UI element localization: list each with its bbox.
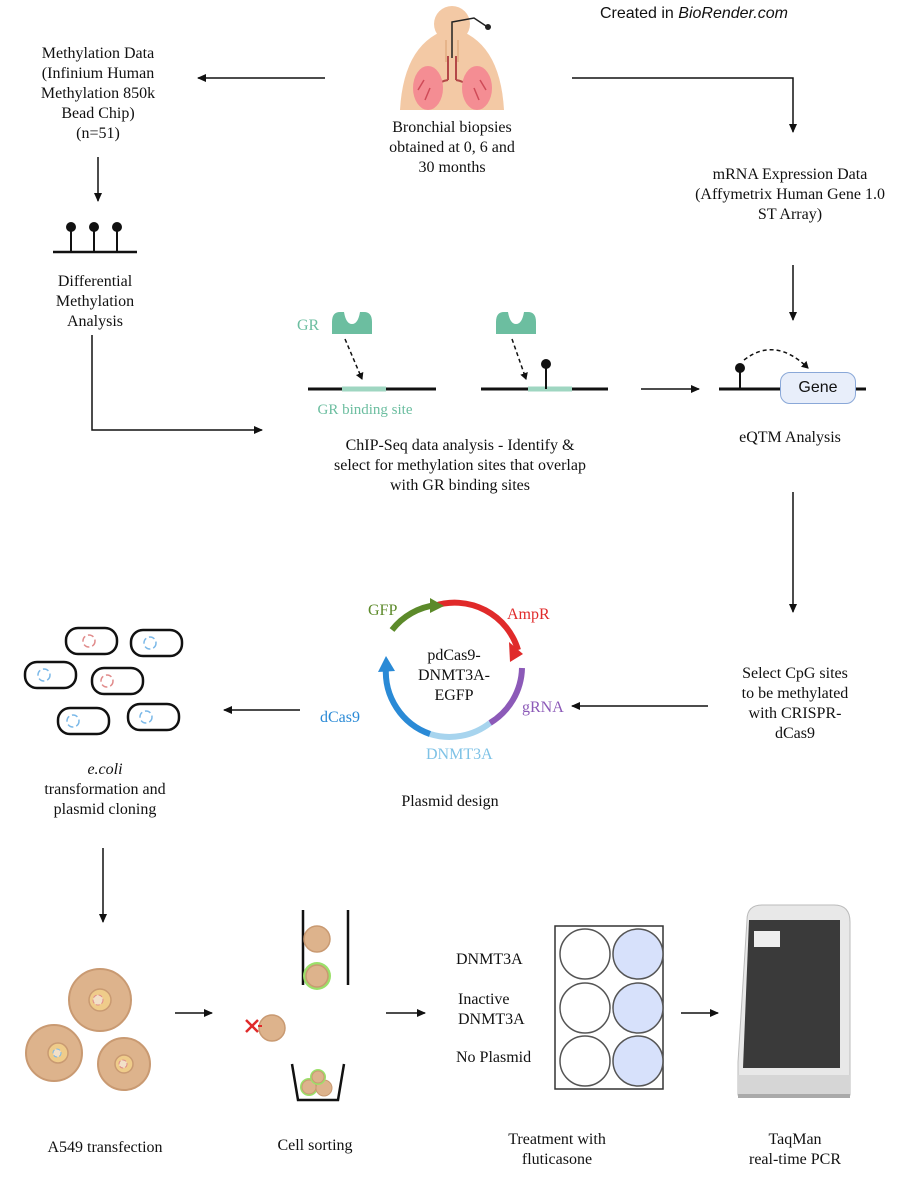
taqman-line: real-time PCR [749, 1151, 841, 1168]
chipseq-line: ChIP-Seq data analysis - Identify & [345, 437, 575, 454]
plate-row-dnmt3a: DNMT3A [456, 951, 523, 968]
grna-label: gRNA [522, 699, 564, 716]
differential-methylation-label: Differential Methylation Analysis [30, 272, 160, 332]
cpg-line: Select CpG sites [742, 665, 848, 682]
methylation-line: Methylation Data [41, 45, 155, 62]
credit-prefix: Created in [600, 5, 679, 22]
treatment-label: Treatment with fluticasone [472, 1130, 642, 1170]
cpg-line: dCas9 [775, 725, 815, 742]
ecoli-italic: e.coli [87, 761, 123, 778]
taqman-line: TaqMan [768, 1131, 822, 1148]
mrna-data-label: mRNA Expression Data (Affymetrix Human G… [660, 165, 920, 225]
cpg-line: with CRISPR- [748, 705, 842, 722]
mrna-line: mRNA Expression Data [712, 166, 868, 183]
treatment-line: fluticasone [521, 1151, 593, 1168]
biopsies-label: Bronchial biopsies obtained at 0, 6 and … [352, 118, 552, 178]
gfp-label: GFP [368, 602, 398, 619]
methylation-data-label: Methylation Data (Infinium Human Methyla… [0, 44, 196, 144]
dnmt3a-segment-label: DNMT3A [426, 746, 493, 763]
taqman-label: TaqMan real-time PCR [720, 1130, 870, 1170]
gene-box: Gene [780, 372, 856, 404]
chipseq-line: with GR binding sites [389, 477, 530, 494]
diff-line: Analysis [67, 313, 123, 330]
plasmid-name-line: pdCas9- [427, 647, 481, 664]
cell-sorting-label: Cell sorting [277, 1137, 353, 1154]
plasmid-name: pdCas9- DNMT3A- EGFP [400, 646, 508, 706]
ampr-label: AmpR [507, 606, 550, 623]
ecoli-label: e.coli transformation and plasmid clonin… [20, 760, 190, 820]
methylation-line: (n=51) [76, 125, 120, 142]
methylation-sites-icon [53, 222, 137, 254]
plasmid-name-line: DNMT3A- [418, 667, 490, 684]
cpg-line: to be methylated [741, 685, 849, 702]
eqtm-label: eQTM Analysis [739, 429, 841, 446]
methylation-line: Bead Chip) [61, 105, 135, 122]
biopsies-line: 30 months [418, 159, 486, 176]
diff-line: Differential [57, 273, 133, 290]
lungs-biopsy-icon [400, 6, 504, 110]
qpcr-machine-icon [737, 904, 851, 1098]
biopsies-line: Bronchial biopsies [392, 119, 512, 136]
mrna-line: ST Array) [757, 206, 823, 223]
well-plate [554, 925, 664, 1090]
plate-row-inactive: Inactive [458, 991, 510, 1008]
a549-cells-icon [25, 968, 151, 1091]
diff-line: Methylation [55, 293, 135, 310]
gr-binding-illustration [308, 312, 436, 392]
gr-label: GR [297, 317, 320, 334]
treatment-line: Treatment with [508, 1131, 606, 1148]
cell-sorting-icon [245, 910, 350, 1102]
plasmid-design-caption: Plasmid design [401, 793, 499, 810]
ecoli-line: transformation and [44, 781, 166, 798]
ecoli-line: plasmid cloning [53, 801, 157, 818]
dcas9-label: dCas9 [320, 709, 360, 726]
plasmid-name-line: EGFP [434, 687, 474, 704]
credit-brand: BioRender.com [678, 5, 788, 22]
methylation-line: (Infinium Human [41, 65, 155, 82]
biorender-credit: Created in BioRender.com [600, 4, 840, 24]
select-cpg-label: Select CpG sites to be methylated with C… [715, 664, 875, 744]
plate-row-inactive-dnmt3a: DNMT3A [458, 1011, 525, 1028]
methylation-line: Methylation 850k [40, 85, 156, 102]
mrna-line: (Affymetrix Human Gene 1.0 [695, 186, 885, 203]
chipseq-description: ChIP-Seq data analysis - Identify & sele… [290, 436, 630, 496]
plate-row-no-plasmid: No Plasmid [456, 1049, 532, 1066]
gr-binding-site-label: GR binding site [317, 402, 413, 418]
biopsies-line: obtained at 0, 6 and [389, 139, 515, 156]
ecoli-cells-icon [23, 626, 184, 736]
chipseq-line: select for methylation sites that overla… [334, 457, 586, 474]
plasmid-map [378, 598, 525, 740]
a549-label: A549 transfection [47, 1139, 163, 1156]
gr-methylated-illustration [481, 312, 608, 392]
